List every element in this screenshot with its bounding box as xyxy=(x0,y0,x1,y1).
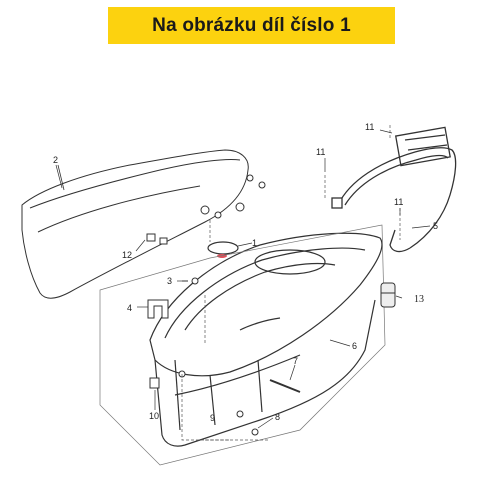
part-clip-10 xyxy=(149,377,160,389)
callout-5: 5 xyxy=(433,221,438,231)
part-rear-carrier xyxy=(331,126,457,253)
assembly-outline xyxy=(99,224,386,466)
callout-6: 6 xyxy=(352,341,357,351)
callout-1: 1 xyxy=(252,238,257,248)
part-fasteners-8-9 xyxy=(178,370,259,436)
callout-10: 10 xyxy=(149,411,159,421)
callout-2: 2 xyxy=(53,155,58,165)
callout-9: 9 xyxy=(210,413,215,423)
banner-text: Na obrázku díl číslo 1 xyxy=(152,14,351,36)
part-lid xyxy=(207,241,239,255)
callout-8: 8 xyxy=(275,412,280,422)
callout-3: 3 xyxy=(167,276,172,286)
callout-11-left: 11 xyxy=(316,147,325,157)
callout-12: 12 xyxy=(122,250,132,260)
callout-13: 13 xyxy=(414,294,424,305)
part-13 xyxy=(380,282,396,308)
seat-fasteners xyxy=(146,174,266,245)
part-seat xyxy=(21,149,249,299)
title-banner: Na obrázku díl číslo 1 xyxy=(108,7,395,44)
callout-leaders xyxy=(55,129,431,429)
callout-7: 7 xyxy=(293,356,298,366)
part-storage-box xyxy=(149,232,383,447)
callout-11-top: 11 xyxy=(365,122,374,132)
part-bracket-4 xyxy=(147,299,169,319)
callout-4: 4 xyxy=(127,303,132,313)
callout-11-right: 11 xyxy=(394,197,403,207)
dashed-guides xyxy=(181,125,401,441)
part-rod-7 xyxy=(269,379,301,393)
